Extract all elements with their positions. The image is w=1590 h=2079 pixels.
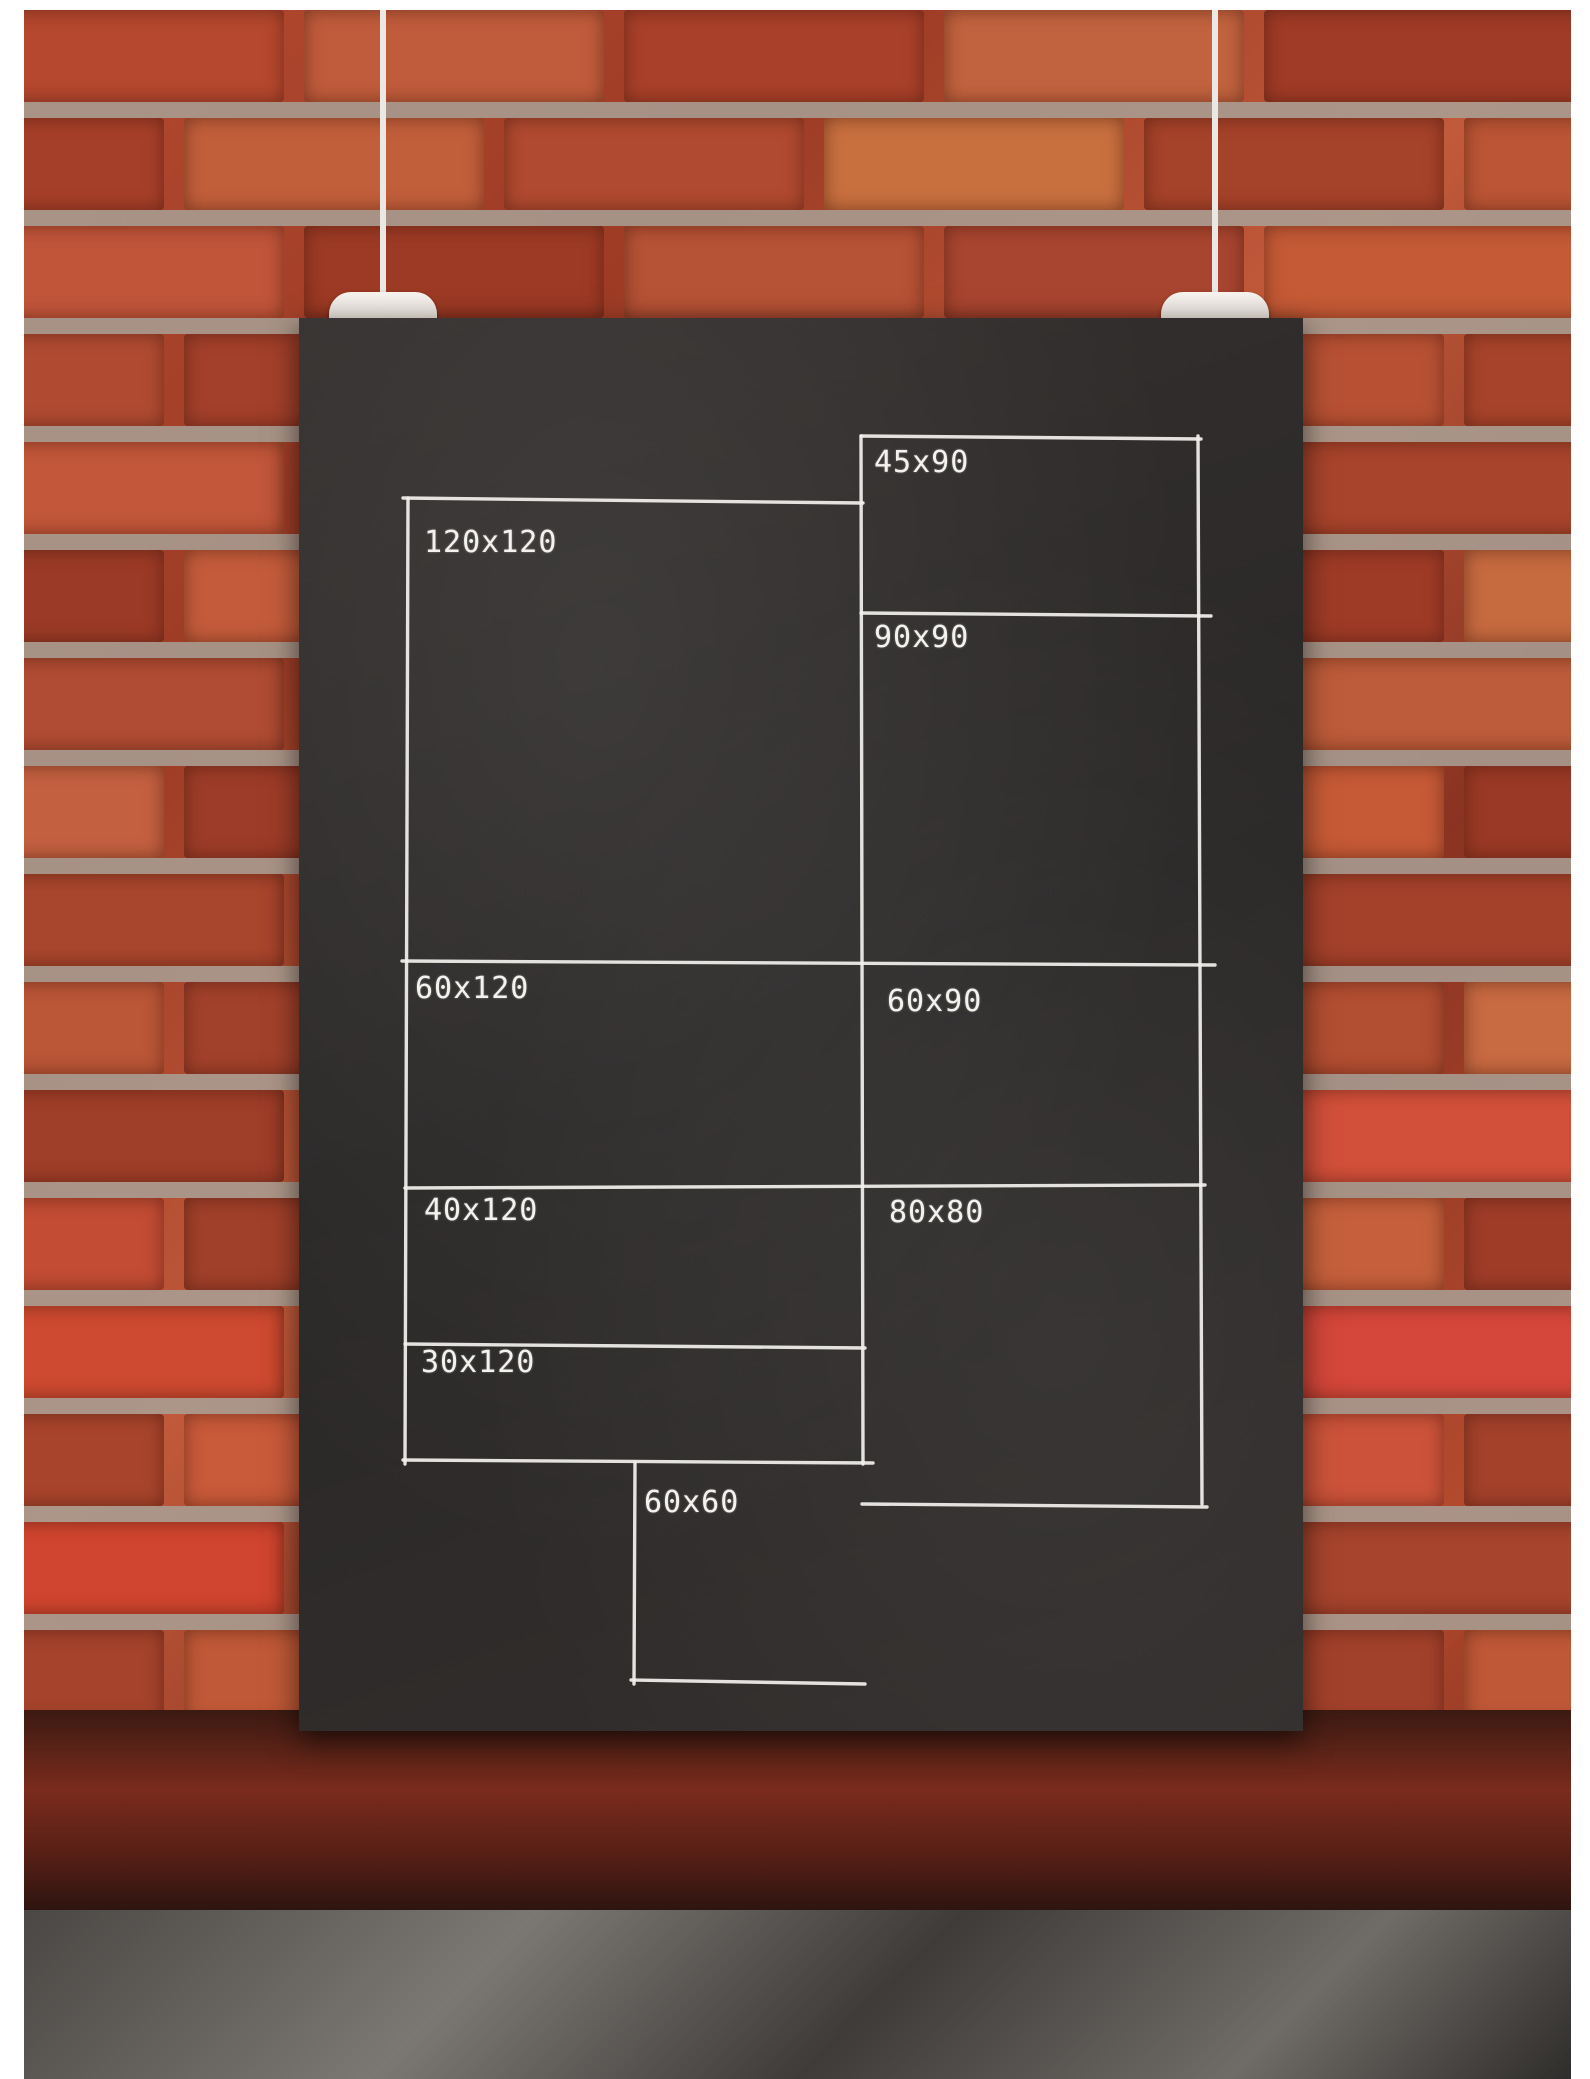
- chalk-line: [403, 498, 863, 503]
- chalk-line: [631, 1680, 865, 1684]
- chalk-line: [861, 436, 1201, 439]
- frame-label-30x120: 30x120: [421, 1346, 535, 1380]
- frame-label-40x120: 40x120: [424, 1194, 538, 1228]
- frame-label-60x60: 60x60: [644, 1486, 739, 1520]
- chalk-line: [861, 613, 1211, 616]
- frame-label-60x90: 60x90: [887, 985, 982, 1019]
- frame-label-90x90: 90x90: [874, 621, 969, 655]
- photo-scene: 45x90 90x90 120x120 60x120 60x90 40x120 …: [24, 10, 1571, 2079]
- hanging-string-left: [380, 10, 386, 310]
- frame-label-80x80: 80x80: [889, 1196, 984, 1230]
- chalk-line: [403, 1460, 873, 1463]
- stone-ground: [24, 1910, 1571, 2079]
- chalk-line: [1198, 436, 1202, 1504]
- chalk-line: [405, 498, 408, 1464]
- chalk-line: [861, 436, 863, 1464]
- dark-brick-ledge: [24, 1710, 1571, 1910]
- chalk-line: [634, 1463, 635, 1684]
- chalk-line: [405, 1185, 1205, 1188]
- frame-label-120x120: 120x120: [424, 526, 557, 560]
- chalkboard-poster: 45x90 90x90 120x120 60x120 60x90 40x120 …: [299, 318, 1303, 1731]
- frame-label-45x90: 45x90: [874, 446, 969, 480]
- hanging-string-right: [1212, 10, 1218, 310]
- chalk-line: [402, 961, 1215, 965]
- chalk-line: [862, 1504, 1207, 1507]
- frame-label-60x120: 60x120: [415, 972, 529, 1006]
